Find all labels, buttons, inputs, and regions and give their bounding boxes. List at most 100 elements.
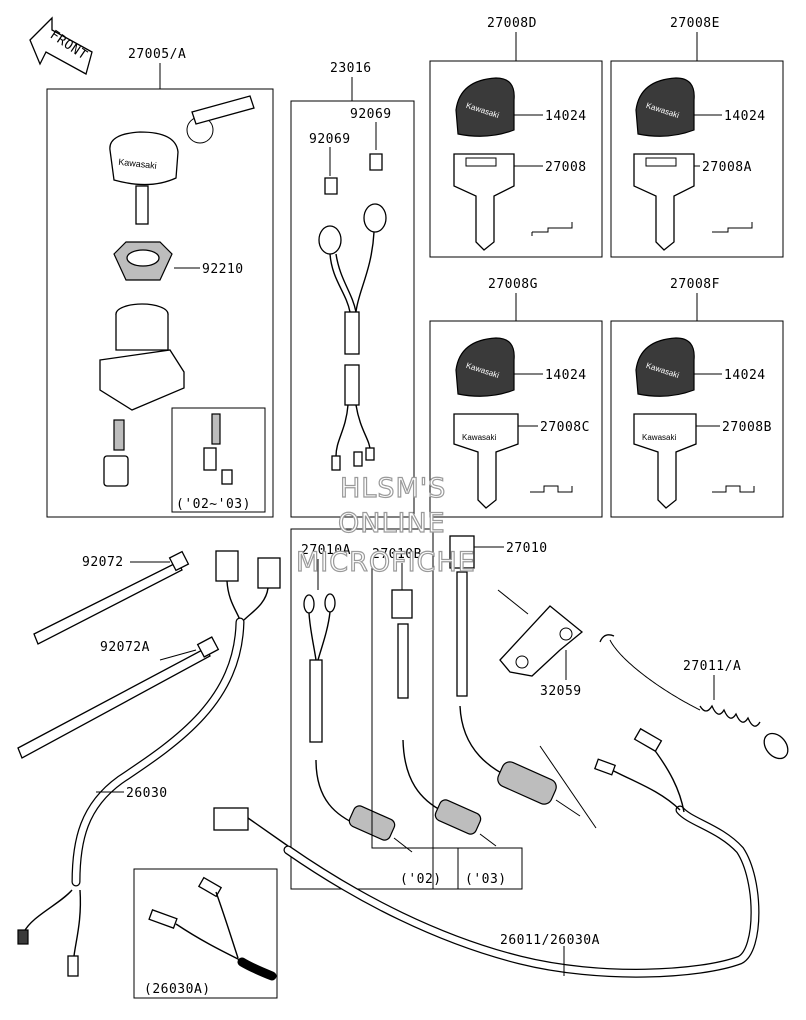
harness-26030-wire-a (226, 580, 241, 621)
inset-plug-b (221, 469, 233, 485)
inset-26030A-terminal-b (148, 909, 178, 929)
key-cut-symbol-d (531, 222, 573, 236)
harness-26011-group: 26011/26030A (213, 727, 760, 978)
bracket-hole-a (515, 655, 529, 669)
label-23016: 23016 (330, 61, 372, 76)
inner-frame-03 (433, 847, 523, 890)
harness-26011-cable-inner (284, 806, 759, 977)
bracket-pointer-a (497, 589, 529, 615)
label-27011A: 27011/A (683, 659, 741, 674)
key-27008F-group: 27008F Kawasaki 14024 Kawasaki 27008B (610, 277, 784, 518)
label-26011: 26011/26030A (500, 933, 600, 948)
label-14024-f: 14024 (724, 368, 766, 383)
bulb-92069-b (324, 177, 338, 195)
inset-26030A-frame (133, 868, 278, 999)
frame-27008F (610, 320, 784, 518)
socket-right (363, 203, 387, 233)
key-cut-symbol-g (530, 485, 573, 493)
label-92072A: 92072A (100, 640, 150, 655)
inset-plug-a (203, 447, 217, 471)
inset-26030A-wire-a (215, 891, 239, 959)
harness-wire-a (329, 253, 351, 313)
frame-23016 (290, 100, 415, 518)
leader-92072A (159, 649, 197, 661)
harness-26030-wire-d (73, 889, 82, 957)
socket-left (318, 225, 342, 255)
harness-26030-terminal-b (67, 955, 79, 977)
switch-27010B-plunger (479, 833, 497, 847)
label-14024-g: 14024 (545, 368, 587, 383)
key-blank-27008 (453, 153, 515, 251)
frame-27010 (290, 528, 434, 890)
key-27008E-group: 27008E Kawasaki 14024 27008A (610, 16, 784, 258)
inset-02-03-frame (171, 407, 266, 513)
key-cut-symbol-e (712, 222, 753, 233)
frame-27008D (429, 60, 603, 258)
spring-27011A-group: 27011/A (599, 634, 789, 760)
harness-23016-group: 23016 92069 92069 (290, 61, 415, 518)
cable-tie-92072A (17, 647, 211, 759)
harness-wire-c (355, 231, 375, 313)
cable-tie-92072-head (168, 550, 190, 572)
harness-26011-wire-a (247, 817, 289, 847)
bracket-pointer-b (539, 745, 597, 829)
key-blank-27008C (453, 413, 519, 509)
harness-26011-wire-c (649, 743, 685, 813)
bracket-hole-b (559, 627, 573, 641)
key-cap-14024-f (635, 337, 695, 397)
harness-26030-cable-inner (72, 618, 244, 886)
switch-27010A-lead (309, 659, 323, 743)
harness-26030-terminal-a (17, 929, 29, 945)
frame-27005A (46, 88, 274, 518)
switch-27010A-plug-b (324, 593, 336, 613)
watermark-line-3: MICROFICHE (296, 547, 476, 578)
label-27008C: 27008C (540, 420, 590, 435)
switch-27010-group: 27010A 27010B ('02) ('03) (290, 528, 523, 890)
harness-26011-terminal-a (593, 758, 617, 776)
label-27008F: 27008F (670, 277, 720, 292)
label-27008G: 27008G (488, 277, 538, 292)
switch-27010A-plunger (393, 837, 413, 853)
key-blank-slot-e (645, 157, 677, 167)
spare-key (191, 95, 255, 125)
harness-26011-wire-b (611, 769, 681, 811)
label-02: ('02) (400, 872, 442, 887)
label-27010A: 27010A (301, 543, 351, 558)
switch-27010-body (497, 761, 557, 805)
label-92069-top: 92069 (350, 107, 392, 122)
label-26030: 26030 (126, 786, 168, 801)
key-blank-brand-g: Kawasaki (462, 433, 496, 442)
label-92069-left: 92069 (309, 132, 351, 147)
bulb-92069-a (369, 153, 383, 171)
switch-27010-connector (449, 535, 475, 569)
harness-terminal-b (353, 451, 363, 467)
label-26030A: (26030A) (144, 982, 211, 997)
harness-26030-group: 26030 (17, 550, 281, 977)
ignition-switch-group: 27005/A Kawasaki 92210 ('02~'03) (46, 47, 274, 518)
spring-27011A-end (763, 732, 789, 760)
key-blank-brand-f: Kawasaki (642, 433, 676, 442)
inset-wire (211, 413, 221, 445)
switch-27010A-plug-a (303, 594, 315, 614)
switch-27010B-body (434, 799, 482, 835)
inner-frame-02 (371, 560, 459, 889)
switch-27010B-lead (397, 623, 409, 699)
harness-26011-terminal-b (633, 727, 663, 753)
harness-sleeve-bottom (344, 364, 360, 406)
harness-terminal-a (331, 455, 341, 471)
spring-27011A-coil (699, 704, 761, 727)
switch-body (99, 349, 185, 411)
watermark-line-1: HLSM'S (340, 473, 446, 504)
watermark: HLSM'S ONLINE MICROFICHE (295, 472, 476, 578)
label-27005A: 27005/A (128, 47, 186, 62)
switch-27010A-wire-a (308, 612, 317, 661)
inset-26030A-wire-b (175, 923, 241, 961)
switch-27010-main-group: 27010 32059 (449, 535, 597, 829)
cable-ties-group: 92072 92072A (17, 550, 220, 759)
key-cap-14024-g (455, 337, 515, 397)
key-blank-slot-d (465, 157, 497, 167)
switch-27010-lead (456, 571, 468, 697)
harness-26030-connector-a (215, 550, 239, 582)
switch-connector (103, 455, 129, 487)
